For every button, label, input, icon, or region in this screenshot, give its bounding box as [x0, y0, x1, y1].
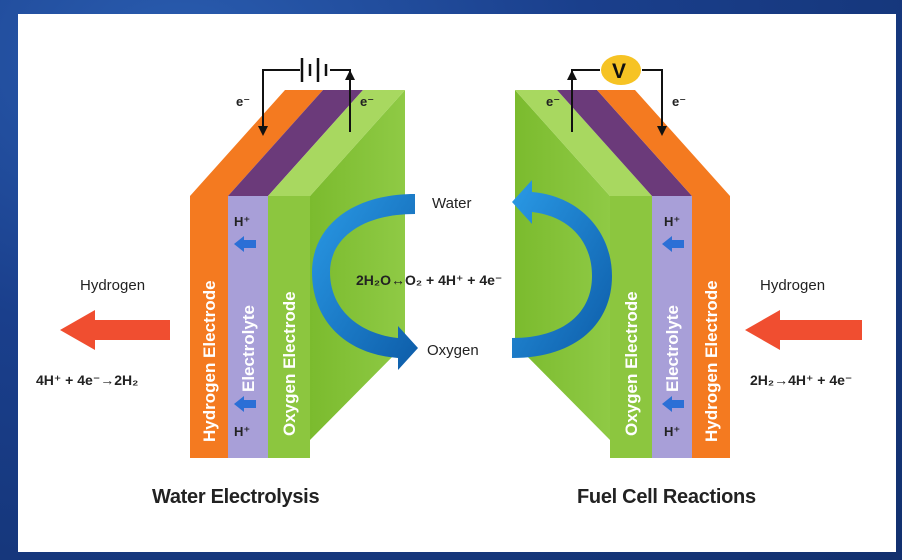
right-ion-bottom: H⁺	[664, 424, 680, 439]
right-caption: Fuel Cell Reactions	[577, 486, 756, 508]
left-electrolyte-top	[228, 90, 363, 196]
right-wire-right	[642, 69, 663, 132]
voltmeter-icon	[601, 55, 641, 85]
left-oxygen-electrode-label: Oxygen Electrode	[280, 291, 299, 436]
right-hydrogen-arrow-icon	[745, 310, 862, 350]
left-electron-label-a: e⁻	[236, 94, 250, 109]
right-ion-arrow-bottom-icon	[662, 396, 684, 412]
right-ion-arrow-top-icon	[662, 236, 684, 252]
left-hydrogen-electrode-label: Hydrogen Electrode	[200, 280, 219, 442]
left-hydrogen-label: Hydrogen	[80, 277, 146, 294]
left-oxygen-electrode	[268, 196, 310, 458]
left-caption: Water Electrolysis	[152, 486, 320, 508]
right-electrolyte-top	[557, 90, 692, 196]
left-side-equation: 4H⁺ + 4e⁻→2H₂	[36, 372, 139, 388]
left-hydrogen-arrow-icon	[60, 310, 170, 350]
right-ion-top: H⁺	[664, 214, 680, 229]
right-electron-up-arrow-icon	[567, 70, 577, 80]
water-label: Water	[432, 195, 472, 212]
left-wire-left	[262, 69, 300, 132]
right-curved-arrow-icon	[512, 180, 612, 358]
right-electron-label-a: e⁻	[546, 94, 560, 109]
left-electron-up-arrow-icon	[345, 70, 355, 80]
left-hydrogen-top	[190, 90, 323, 196]
left-ion-arrow-top-icon	[234, 236, 256, 252]
left-ion-bottom: H⁺	[234, 424, 250, 439]
left-ion-top: H⁺	[234, 214, 250, 229]
voltmeter-label: V	[612, 60, 626, 83]
right-hydrogen-label: Hydrogen	[760, 277, 826, 294]
right-hydrogen-top	[597, 90, 730, 196]
left-oxygen-top	[268, 90, 405, 196]
right-side-equation: 2H₂→4H⁺ + 4e⁻	[750, 372, 853, 388]
battery-icon	[300, 58, 328, 82]
right-oxygen-electrode-label: Oxygen Electrode	[622, 291, 641, 436]
right-electron-label-b: e⁻	[672, 94, 686, 109]
center-equation: 2H₂O↔O₂ + 4H⁺ + 4e⁻	[356, 272, 503, 288]
left-hydrogen-electrode	[190, 196, 228, 458]
left-ion-arrow-bottom-icon	[234, 396, 256, 412]
left-electrolyte	[228, 196, 268, 458]
right-hydrogen-electrode-label: Hydrogen Electrode	[702, 280, 721, 442]
right-oxygen-electrode	[610, 196, 652, 458]
right-electrolyte-label: Electrolyte	[663, 305, 682, 392]
left-curved-arrow-icon	[312, 194, 418, 370]
right-electron-down-arrow-icon	[657, 126, 667, 136]
right-oxygen-top	[515, 90, 652, 196]
left-electron-label-b: e⁻	[360, 94, 374, 109]
oxygen-label: Oxygen	[427, 342, 479, 359]
right-hydrogen-electrode	[692, 196, 730, 458]
left-electron-down-arrow-icon	[258, 126, 268, 136]
left-electrolyte-label: Electrolyte	[239, 305, 258, 392]
diagram-panel	[18, 14, 896, 552]
